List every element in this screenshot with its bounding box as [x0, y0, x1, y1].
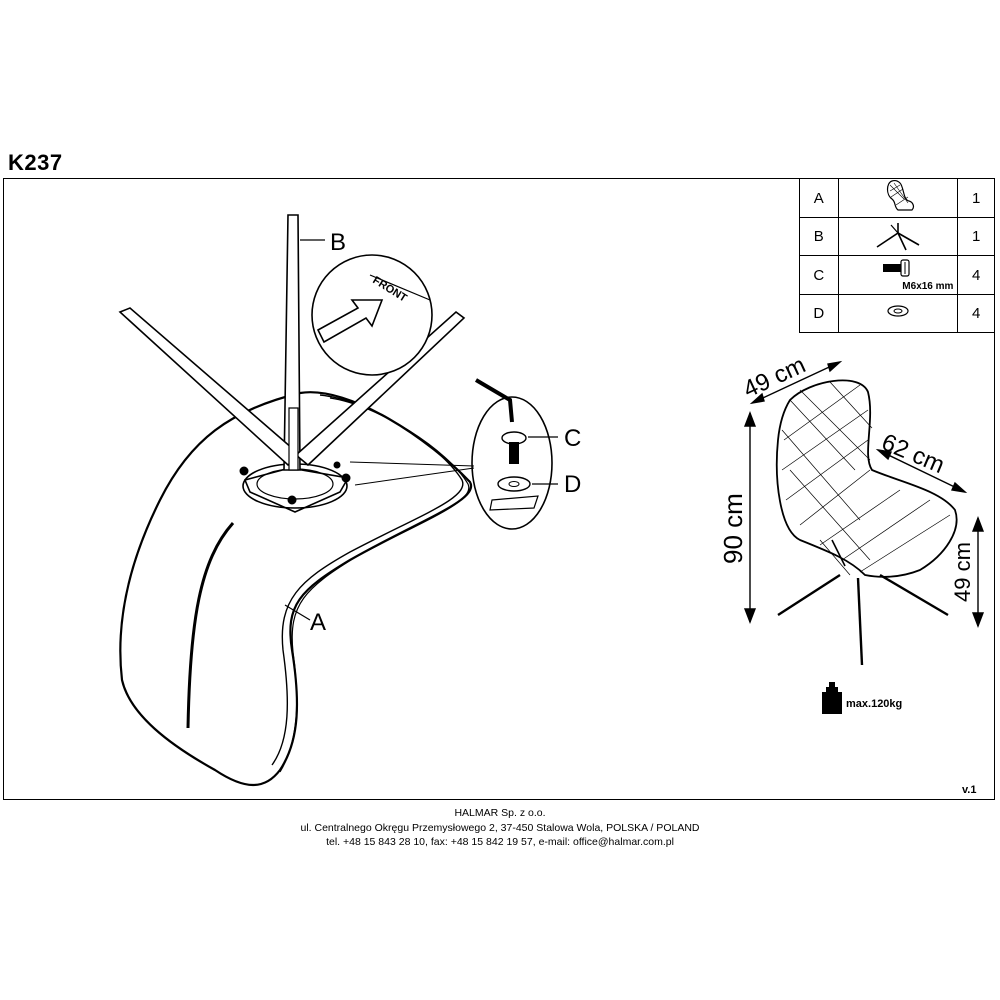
parts-row: D 4 — [799, 293, 995, 334]
part-letter: B — [799, 217, 839, 257]
footer-address: ul. Centralnego Okręgu Przemysłowego 2, … — [300, 821, 700, 834]
dimension-depth: 62 cm — [878, 429, 949, 479]
model-title: K237 — [8, 150, 63, 175]
callout-a: A — [310, 609, 326, 636]
footer-company: HALMAR Sp. z o.o. — [454, 807, 546, 819]
seat-icon — [837, 177, 959, 219]
instruction-frame — [3, 178, 995, 800]
parts-table: A 1 B 1 C — [799, 177, 995, 334]
parts-row: A 1 — [799, 177, 995, 219]
part-letter: A — [799, 177, 839, 219]
assembled-chair-drawing — [775, 379, 958, 666]
callout-c: C — [564, 425, 581, 452]
seat-shell-drawing — [119, 391, 473, 787]
part-qty: 4 — [957, 255, 995, 295]
front-detail-bubble — [311, 254, 433, 376]
base-drawing — [118, 214, 466, 513]
dimension-height: 90 cm — [718, 493, 748, 564]
footer: HALMAR Sp. z o.o. ul. Centralnego Okręgu… — [0, 806, 1000, 850]
max-load-label: max.120kg — [846, 698, 902, 710]
washer-icon — [837, 293, 959, 334]
dimension-arrows — [743, 360, 985, 628]
hardware-detail-bubble — [349, 378, 553, 530]
footer-contact: tel. +48 15 843 28 10, fax: +48 15 842 1… — [326, 836, 674, 848]
callout-b: B — [330, 229, 346, 256]
part-qty: 4 — [957, 293, 995, 334]
parts-row: B 1 — [799, 217, 995, 257]
part-qty: 1 — [957, 177, 995, 219]
part-qty: 1 — [957, 217, 995, 257]
dimension-width: 49 cm — [739, 351, 810, 403]
weight-icon — [822, 682, 842, 714]
version-label: v.1 — [962, 784, 977, 796]
dimension-seat-height: 49 cm — [950, 542, 975, 602]
base-icon — [837, 217, 959, 257]
callout-d: D — [564, 471, 581, 498]
part-letter: D — [799, 293, 839, 334]
parts-row: C M6x16 mm 4 — [799, 255, 995, 295]
screw-spec-label: M6x16 mm — [902, 280, 954, 292]
screw-icon: M6x16 mm — [837, 255, 959, 295]
